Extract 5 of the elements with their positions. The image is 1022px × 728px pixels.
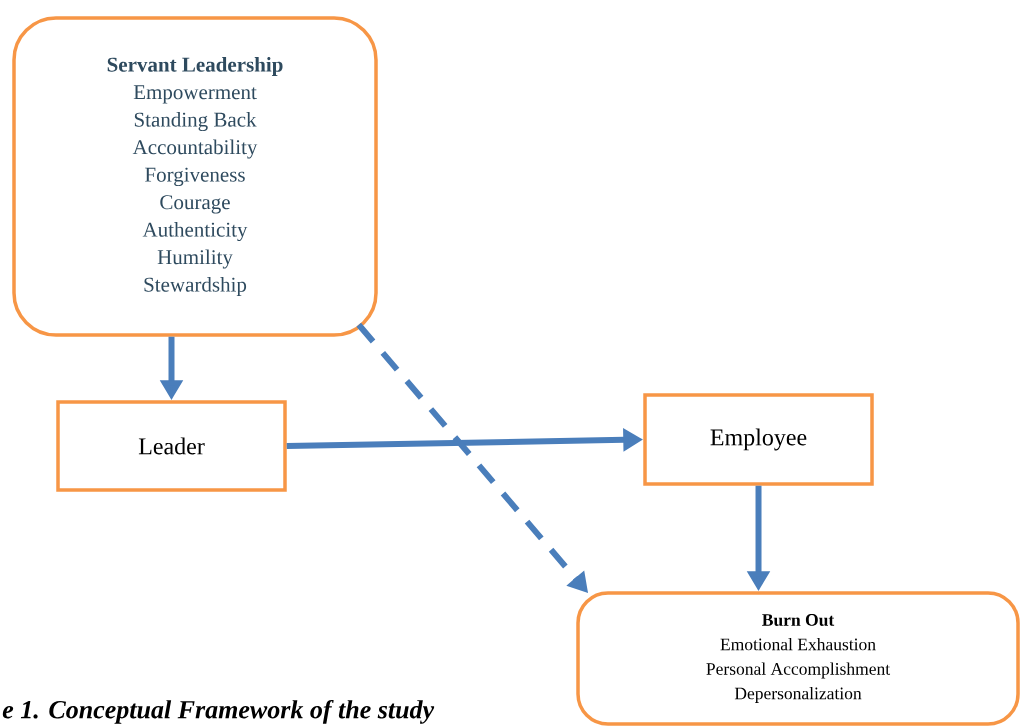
rounded-box: Burn Out Emotional Exhaustion Personal Accomplishment Depersonalization	[576, 591, 1020, 726]
rounded-box: Servant Leadership Empowerment Standing Back Accountability Forgiveness Courage Authenticity Humility Stewardship	[12, 16, 378, 337]
figure-caption: e 1. Conceptual Framework of the study	[2, 699, 435, 724]
process-box: Leader	[56, 400, 287, 492]
process-box: Employee	[643, 393, 874, 486]
